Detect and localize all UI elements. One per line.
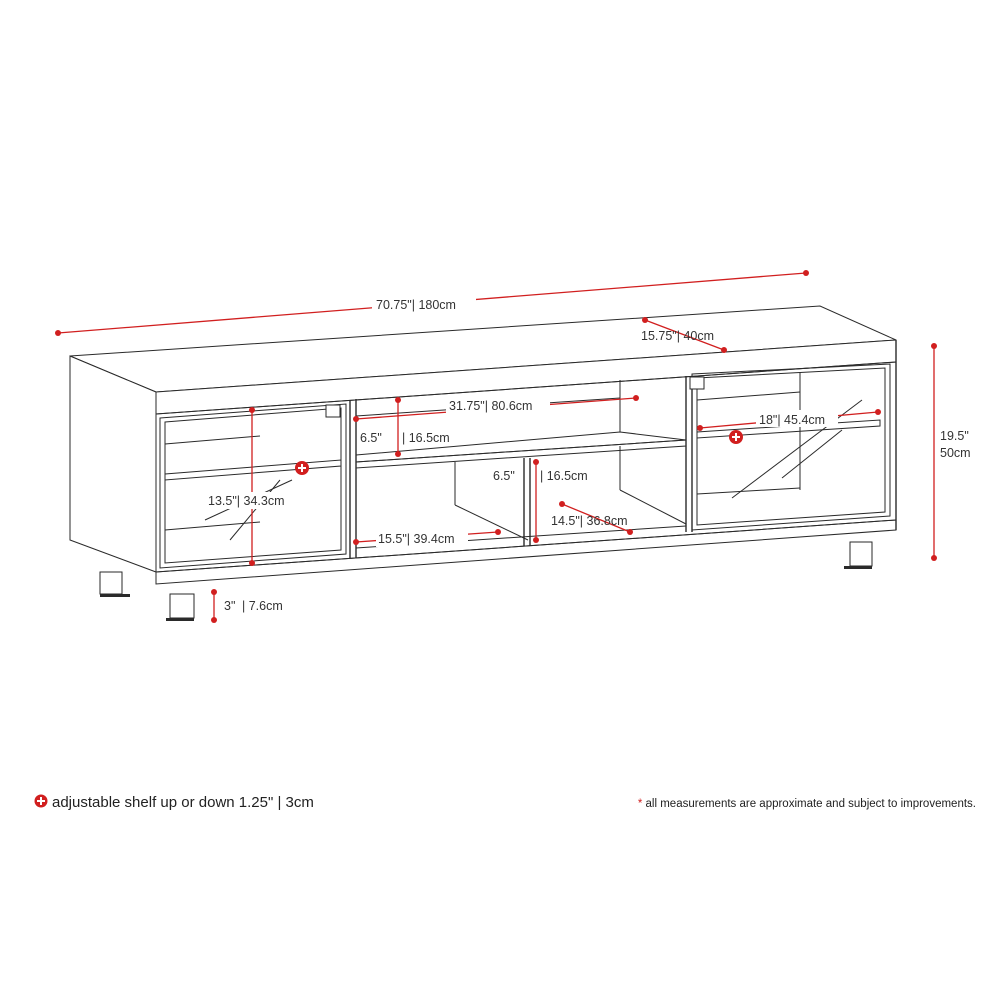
depth-label: 15.75"| 40cm	[641, 329, 714, 343]
right-glass-door	[689, 363, 891, 531]
center-shelf-width-label: 31.75"| 80.6cm	[449, 399, 532, 413]
center-upper-height-label: 6.5"	[360, 431, 382, 445]
left-glass-door	[159, 403, 347, 569]
center-lower-height-label: 6.5"	[493, 469, 515, 483]
right-shelf-width-label: 18"| 45.4cm	[759, 413, 825, 427]
leg-height-label: 3"	[224, 599, 235, 613]
bottom-plinth	[155, 519, 897, 585]
center-right-bay-width-label: 14.5"| 36.8cm	[551, 514, 627, 528]
adjustable-shelf-marker-right	[729, 430, 743, 444]
left-side-panel	[69, 355, 157, 573]
center-upper-height-cm-label: | 16.5cm	[402, 431, 450, 445]
width-label: 70.75"| 180cm	[376, 298, 456, 312]
dimension-labels: 70.75"| 180cm 15.75"| 40cm 19.5" 50cm 31…	[206, 295, 971, 613]
left-cabinet-height-label: 13.5"| 34.3cm	[208, 494, 284, 508]
tv-stand-drawing	[69, 305, 897, 621]
adjustable-shelf-marker-left	[295, 461, 309, 475]
legend-text: adjustable shelf up or down 1.25" | 3cm	[52, 794, 314, 811]
leg-height-cm-label: | 7.6cm	[242, 599, 283, 613]
legend: adjustable shelf up or down 1.25" | 3cm	[34, 794, 314, 811]
center-left-bay-width-label: 15.5"| 39.4cm	[378, 532, 454, 546]
height-label-in: 19.5"	[940, 429, 969, 443]
legs	[99, 541, 873, 621]
center-lower-height-cm-label: | 16.5cm	[540, 469, 588, 483]
height-label-cm: 50cm	[940, 446, 971, 460]
footnote: * all measurements are approximate and s…	[638, 798, 976, 810]
plus-circle-icon	[34, 794, 48, 808]
